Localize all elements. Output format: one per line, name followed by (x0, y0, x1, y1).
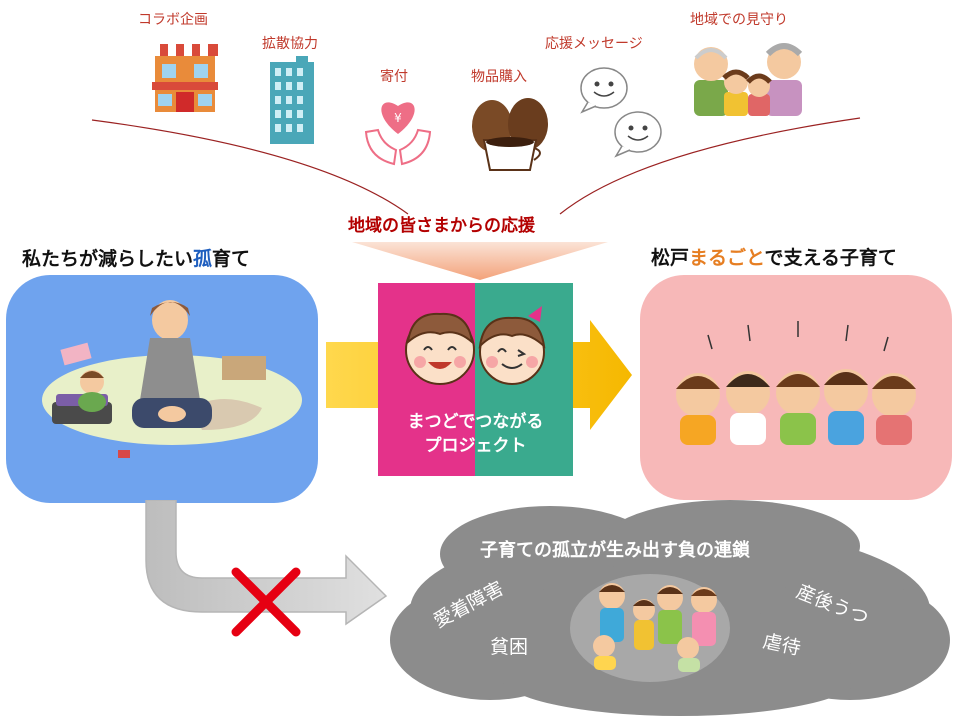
happy-children-illustration (676, 321, 916, 445)
chain-word-poverty: 貧困 (490, 636, 529, 658)
supporter-label-purchase: 物品購入 (471, 69, 527, 85)
left-heading: 私たちが減らしたい孤育て (22, 248, 251, 270)
negative-path-arrow (145, 500, 388, 626)
support-funnel-arrow (352, 242, 608, 280)
coffee-icon (472, 98, 548, 171)
support-title: 地域の皆さまからの応援 (348, 216, 535, 236)
svg-text:¥: ¥ (394, 111, 402, 125)
negative-chain-title: 子育ての孤立が生み出す負の連鎖 (480, 540, 750, 561)
project-name: まつどでつながる プロジェクト (378, 410, 573, 458)
speech-bubble-icon (580, 67, 662, 158)
supporter-label-message: 応援メッセージ (545, 36, 643, 52)
donation-hands-icon: ¥ (364, 102, 432, 166)
family-icon (694, 43, 803, 116)
supporter-label-donation: 寄付 (380, 69, 408, 85)
shop-icon (152, 44, 218, 112)
isolated-parenting-illustration (42, 300, 302, 458)
negative-chain-cloud (390, 500, 950, 716)
project-name-line1: まつどでつながる (407, 412, 544, 432)
supporter-label-spread: 拡散協力 (262, 36, 318, 52)
right-heading: 松戸まるごとで支える子育て (651, 247, 897, 269)
right-heading-highlight: まるごと (689, 247, 765, 269)
project-logo (405, 306, 546, 385)
supporter-label-collab: コラボ企画 (138, 12, 208, 28)
project-name-line2: プロジェクト (424, 436, 527, 456)
building-icon (270, 56, 314, 144)
supporter-label-watch: 地域での見守り (690, 12, 788, 28)
cross-icon (231, 567, 301, 637)
left-heading-highlight: 孤 (193, 248, 213, 270)
